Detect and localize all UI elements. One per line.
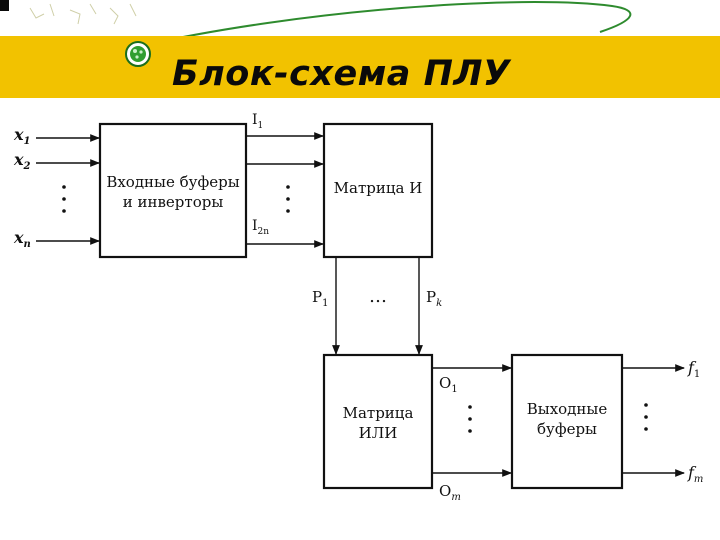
output-label-f1: f1 bbox=[687, 358, 700, 380]
input-ellipsis bbox=[62, 185, 66, 213]
input-label-x1: x1 bbox=[13, 125, 31, 147]
input-buffers-label-line2: и инверторы bbox=[123, 193, 224, 211]
product-ellipsis: … bbox=[369, 286, 387, 307]
inverter-ellipsis bbox=[286, 185, 290, 213]
or-output-ellipsis bbox=[468, 405, 472, 433]
label-i1: I1 bbox=[252, 112, 263, 131]
input-label-xn: xn bbox=[13, 228, 31, 250]
or-matrix-label-line1: Матрица bbox=[343, 404, 414, 422]
label-pk: Pk bbox=[426, 288, 442, 309]
label-o1: O1 bbox=[439, 374, 458, 395]
or-matrix-label-line2: ИЛИ bbox=[359, 424, 398, 442]
label-om: Om bbox=[439, 482, 461, 503]
and-matrix-label: Матрица И bbox=[334, 179, 423, 197]
label-i2n: I2n bbox=[252, 218, 269, 237]
output-ellipsis bbox=[644, 403, 648, 431]
output-buffers-label-line2: буферы bbox=[537, 420, 597, 438]
input-buffers-label-line1: Входные буферы bbox=[106, 173, 239, 191]
output-label-fm: fm bbox=[687, 463, 703, 485]
input-label-x2: x2 bbox=[13, 150, 31, 172]
label-p1: P1 bbox=[312, 288, 328, 309]
output-buffers-label-line1: Выходные bbox=[527, 400, 608, 418]
